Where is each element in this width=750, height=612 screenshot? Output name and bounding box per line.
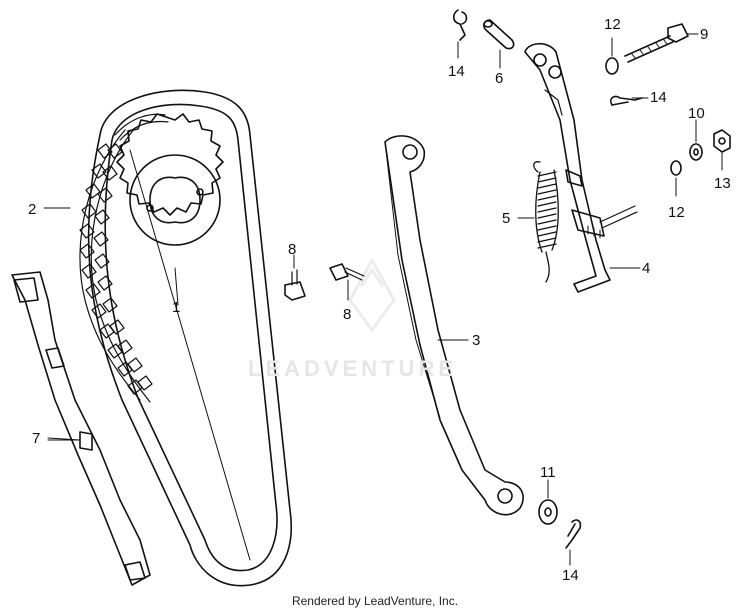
- cotter-pin-14a: [452, 9, 468, 59]
- callout-2: 2: [28, 201, 37, 218]
- watermark-text: LEADVENTURE: [248, 356, 458, 381]
- callout-8-bottom: 8: [343, 306, 352, 323]
- washer-10: [689, 119, 703, 161]
- callout-9: 9: [700, 26, 709, 43]
- footer-credit: Rendered by LeadVenture, Inc.: [291, 594, 459, 608]
- chain-slider: [11, 271, 151, 586]
- tension-spring: [517, 161, 559, 283]
- callout-12-bottom: 12: [668, 204, 685, 221]
- callout-3: 3: [472, 332, 481, 349]
- watermark-logo: [348, 258, 396, 332]
- bolt-8b: [329, 263, 365, 301]
- leader-lines: [43, 207, 81, 441]
- callout-14-middle: 14: [650, 89, 667, 106]
- pin: [483, 19, 515, 69]
- bolt-8a: [284, 254, 306, 301]
- tensioner-arm: [524, 42, 641, 293]
- callout-1: 1: [172, 299, 181, 316]
- callout-11: 11: [540, 464, 556, 481]
- bolt-9: [624, 23, 699, 63]
- callout-12-top: 12: [604, 16, 621, 33]
- chain-guide: [384, 135, 524, 516]
- callout-14-top: 14: [448, 63, 465, 80]
- cotter-pin-14c: [565, 519, 582, 566]
- cotter-pin-14b: [610, 95, 649, 106]
- callout-6: 6: [495, 70, 504, 87]
- nut-13: [713, 129, 731, 171]
- washer-11: [538, 479, 558, 525]
- callout-4: 4: [642, 260, 651, 277]
- sprocket: [116, 113, 224, 306]
- washer-12a: [605, 37, 619, 75]
- callout-7: 7: [32, 430, 41, 447]
- callout-10: 10: [688, 105, 705, 122]
- callout-5: 5: [502, 210, 511, 227]
- washer-12b: [670, 160, 682, 197]
- callout-8-top: 8: [288, 241, 297, 258]
- callout-14-bottom: 14: [562, 567, 579, 584]
- chain-links: [79, 113, 169, 403]
- callout-13: 13: [714, 175, 731, 192]
